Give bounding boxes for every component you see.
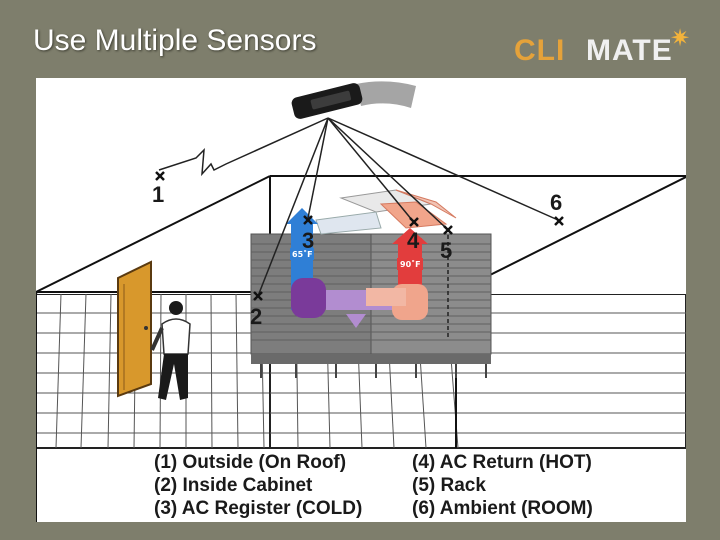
person xyxy=(150,301,191,400)
ceiling-duct xyxy=(315,189,457,235)
sensor-label-4: 4 xyxy=(407,228,420,253)
hot-temp-label: 90˚F xyxy=(400,260,421,269)
sensor-marker-1 xyxy=(155,171,165,181)
climate-logo: CLI MATE ✷ xyxy=(512,24,692,70)
cold-temp-label: 65˚F xyxy=(292,250,313,259)
sensor-hub xyxy=(291,81,416,119)
sensor-marker-4 xyxy=(409,217,419,227)
logo-part-cli: CLI xyxy=(514,34,566,67)
diagram-panel: 1 2 3 4 5 6 65˚F 90˚F (1) Outside (On Ro… xyxy=(36,78,686,522)
sensor-marker-2 xyxy=(253,291,263,301)
slide-title: Use Multiple Sensors xyxy=(33,24,317,57)
logo-star-icon: ✷ xyxy=(670,24,691,52)
sensor-marker-3 xyxy=(303,215,313,225)
temp-badges xyxy=(290,248,423,270)
sensor-wires xyxy=(158,117,559,338)
sensor-marker-5 xyxy=(443,225,453,235)
sensor-markers xyxy=(155,171,564,301)
legend-item-6: (6) Ambient (ROOM) xyxy=(412,498,593,519)
legend-item-1: (1) Outside (On Roof) xyxy=(154,452,347,473)
legend-item-4: (4) AC Return (HOT) xyxy=(412,452,592,473)
legend-item-3: (3) AC Register (COLD) xyxy=(154,498,363,519)
room-diagram xyxy=(36,81,686,522)
logo-part-mate: MATE xyxy=(586,34,673,67)
legend-item-2: (2) Inside Cabinet xyxy=(154,475,313,496)
door xyxy=(117,260,152,398)
airflow xyxy=(286,208,428,328)
legend-item-5: (5) Rack xyxy=(412,475,486,496)
sensor-label-2: 2 xyxy=(250,304,263,329)
sensor-label-3: 3 xyxy=(302,228,315,253)
sensor-label-1: 1 xyxy=(152,182,165,207)
sensor-label-6: 6 xyxy=(550,190,563,215)
sensor-label-5: 5 xyxy=(440,238,453,263)
sensor-marker-6 xyxy=(554,216,564,226)
